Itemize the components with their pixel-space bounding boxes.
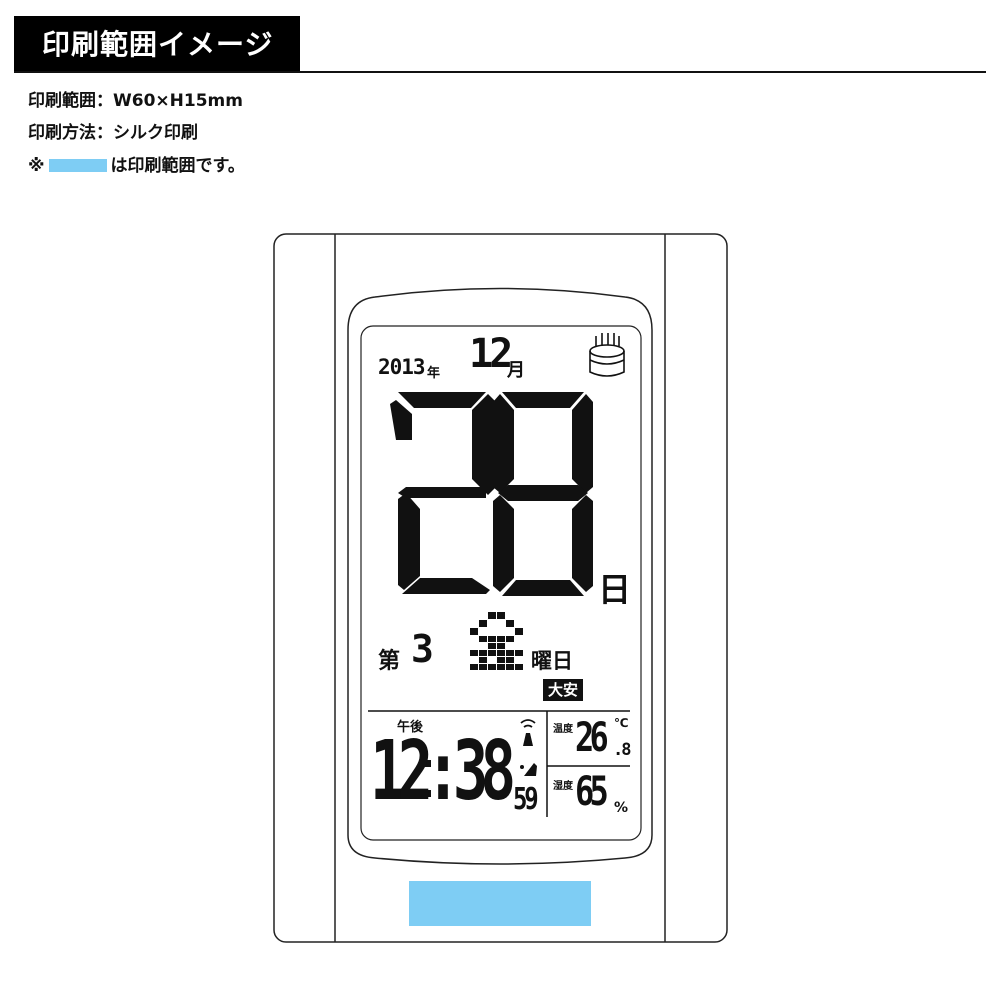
humidity-unit: % (614, 800, 629, 816)
time-colon (424, 760, 431, 797)
page-title: 印刷範囲イメージ (14, 16, 300, 73)
print-area-rectangle (409, 881, 591, 926)
weekday-kanji-dot-matrix (470, 612, 523, 670)
title-underline (14, 71, 986, 73)
day-digit-8 (493, 392, 593, 596)
month-unit: 月 (507, 360, 525, 381)
temperature-value: 26 (575, 715, 609, 761)
print-area-legend-swatch (48, 159, 107, 172)
seconds-value: 59 (513, 782, 539, 817)
print-size-text: 印刷範囲：W60×H15mm (28, 91, 243, 111)
note-prefix: ※ (28, 156, 45, 176)
note-suffix: は印刷範囲です。 (110, 156, 245, 176)
day-unit: 日 (598, 570, 631, 609)
temperature-decimal: .8 (613, 740, 632, 760)
weekday-unit: 曜日 (531, 649, 573, 673)
humidity-value: 65 (575, 769, 609, 815)
radio-signal-icon (520, 719, 536, 746)
humidity-label: 湿度 (553, 781, 573, 792)
ampm-label: 午後 (397, 720, 424, 735)
month-value: 12 (469, 331, 513, 377)
day-digit-2 (390, 392, 496, 594)
print-area-note: ※ は印刷範囲です。 (28, 151, 245, 176)
temperature-label: 温度 (553, 724, 573, 735)
year-unit: 年 (427, 366, 441, 381)
week-number: 3 (411, 627, 434, 671)
temperature-unit: ℃ (614, 716, 629, 730)
rokuyo-badge: 大安 (543, 679, 583, 701)
birthday-cake-icon (589, 333, 625, 377)
year-value: 2013 (378, 355, 426, 379)
alarm-bell-icon (520, 763, 537, 776)
week-prefix: 第 (378, 649, 401, 674)
print-method-text: 印刷方法：シルク印刷 (28, 123, 198, 143)
time-value: 12:38 (370, 724, 516, 819)
